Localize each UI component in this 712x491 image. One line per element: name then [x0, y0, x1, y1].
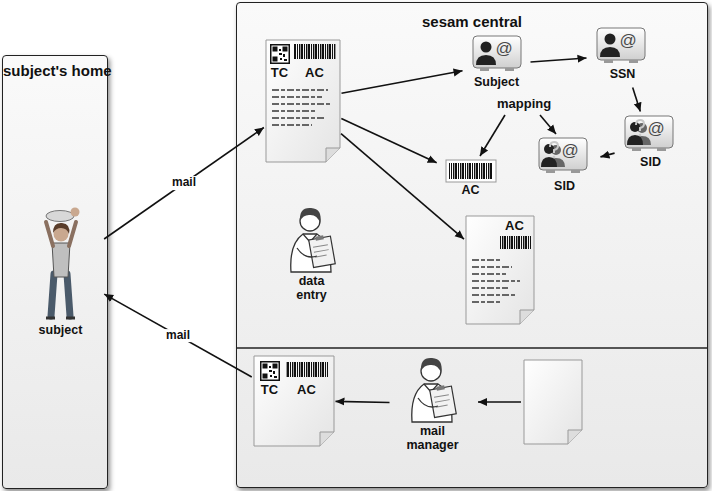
arrow-connector [633, 87, 641, 111]
icon-node: AC [466, 216, 534, 324]
edge-label: mail [164, 329, 192, 343]
id-card-icon [473, 28, 673, 173]
document-icon [254, 356, 334, 446]
arrow-connector [530, 58, 586, 62]
clerk-figure [412, 358, 456, 422]
arrow-connector [600, 153, 614, 157]
node-label: AC [294, 66, 336, 81]
at-sign: @ [562, 141, 580, 161]
arrow-connector [335, 401, 389, 402]
icon-node: @ Subject [465, 34, 529, 96]
node-label: subject [19, 323, 103, 337]
at-sign: @ [620, 31, 638, 51]
arrow-connector [341, 71, 462, 93]
divider-line [237, 347, 707, 349]
subject-figure [46, 208, 80, 319]
icon-node: @ SSN [589, 26, 657, 86]
arrow-connector [341, 134, 464, 239]
icon-node: data entry [268, 202, 356, 306]
at-sign: @ [648, 119, 666, 139]
node-label: AC [439, 183, 503, 197]
node-label: TC [260, 383, 280, 398]
node-label: mail manager [403, 424, 463, 453]
icon-node: AC [439, 158, 503, 200]
region-box: sesam centralTC AC @ Subject @ SSN @ SID AC @ SID d… [236, 2, 708, 488]
document-icon [466, 216, 534, 324]
icon-node: @ SID [531, 136, 599, 198]
node-label: SID [531, 179, 599, 193]
icon-node: mail manager [392, 352, 474, 456]
document-icon [266, 40, 340, 162]
icon-node: @ SID [617, 114, 685, 174]
icon-node: TC AC [254, 356, 334, 446]
node-label: TC [270, 66, 290, 81]
arrow-connector [104, 127, 264, 239]
region-title: sesam central [237, 13, 707, 30]
node-label: data entry [287, 274, 337, 303]
edge-label: mail [170, 176, 198, 190]
arrow-connector [341, 119, 436, 163]
node-label: SID [617, 155, 685, 169]
icon-node: TC AC [266, 40, 340, 162]
region-title: subject's home [3, 62, 107, 79]
icon-node: subject [19, 195, 103, 345]
at-sign: @ [496, 39, 514, 59]
arrow-connector [104, 294, 252, 377]
node-label: Subject [465, 75, 529, 89]
clerk-figure [291, 208, 335, 272]
node-label: SSN [589, 67, 657, 81]
node-label: AC [498, 219, 532, 234]
barcode-icon [446, 160, 496, 182]
annotation-label: mapping [497, 97, 551, 112]
mapping-arrow [478, 115, 556, 402]
node-label: AC [286, 383, 328, 398]
blank-document [524, 360, 582, 444]
region-box: subject's home subject [2, 55, 108, 489]
